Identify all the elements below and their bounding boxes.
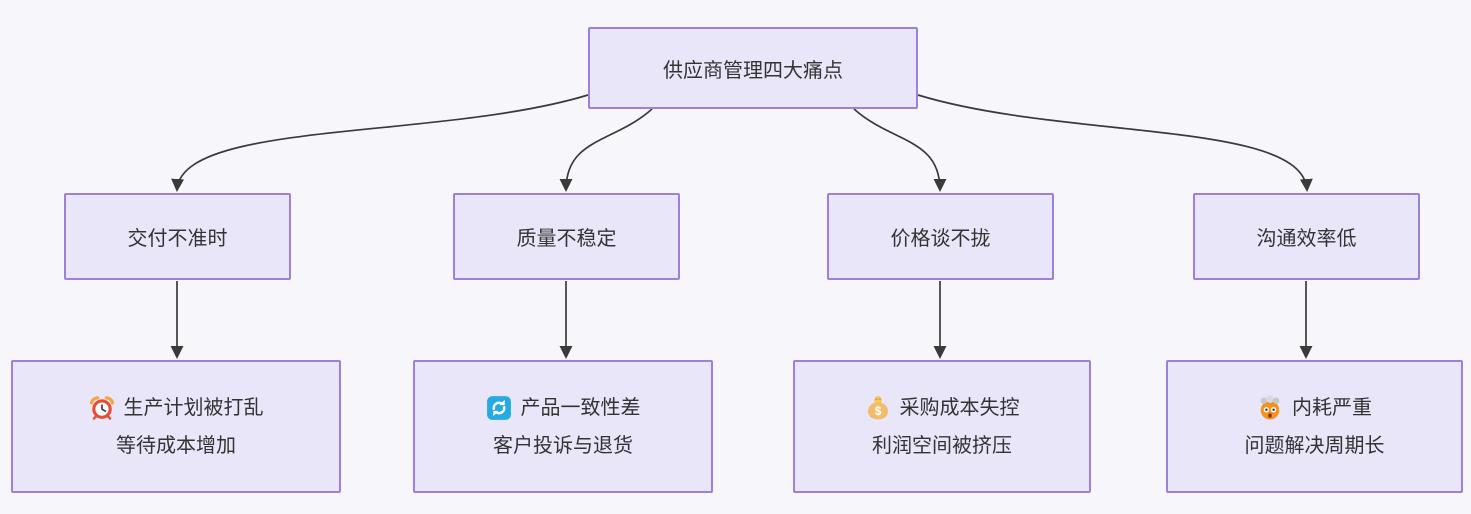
- branch-node-label: 质量不稳定: [516, 228, 617, 250]
- detail-node-quality[interactable]: 产品一致性差 客户投诉与退货: [413, 360, 713, 493]
- detail-node-delivery[interactable]: 生产计划被打乱 等待成本增加: [11, 360, 341, 493]
- money-bag-icon: $: [865, 395, 891, 421]
- detail-node-communication[interactable]: 内耗严重 问题解决周期长: [1166, 360, 1463, 493]
- detail-line2: 等待成本增加: [116, 434, 236, 457]
- detail-line1: 生产计划被打乱: [123, 396, 264, 419]
- detail-node-price[interactable]: $ 采购成本失控 利润空间被挤压: [793, 360, 1091, 493]
- edge-root-branch-4: [917, 94, 1313, 192]
- edge-root-branch-2: [559, 108, 653, 192]
- detail-line1: 采购成本失控: [899, 396, 1020, 419]
- detail-line2: 利润空间被挤压: [872, 434, 1012, 457]
- detail-line2: 客户投诉与退货: [493, 434, 633, 457]
- root-node-label: 供应商管理四大痛点: [663, 59, 843, 82]
- branch-node-communication[interactable]: 沟通效率低: [1193, 193, 1420, 280]
- root-node[interactable]: 供应商管理四大痛点: [588, 27, 918, 109]
- edge-root-branch-1: [171, 94, 589, 192]
- branch-node-label: 价格谈不拢: [890, 228, 991, 250]
- branch-node-label: 交付不准时: [127, 228, 228, 250]
- detail-line1: 产品一致性差: [520, 396, 641, 419]
- detail-line2: 问题解决周期长: [1244, 434, 1385, 457]
- edge-root-branch-3: [853, 108, 947, 192]
- alarm-clock-icon: [89, 395, 115, 421]
- svg-text:$: $: [874, 403, 881, 417]
- branch-node-price[interactable]: 价格谈不拢: [827, 193, 1054, 280]
- arrows-cycle-icon: [486, 395, 512, 421]
- branch-node-quality[interactable]: 质量不稳定: [453, 193, 680, 280]
- exploding-head-icon: [1257, 394, 1283, 421]
- branch-node-delivery[interactable]: 交付不准时: [64, 193, 291, 280]
- detail-line1: 内耗严重: [1292, 396, 1372, 419]
- branch-node-label: 沟通效率低: [1256, 228, 1357, 250]
